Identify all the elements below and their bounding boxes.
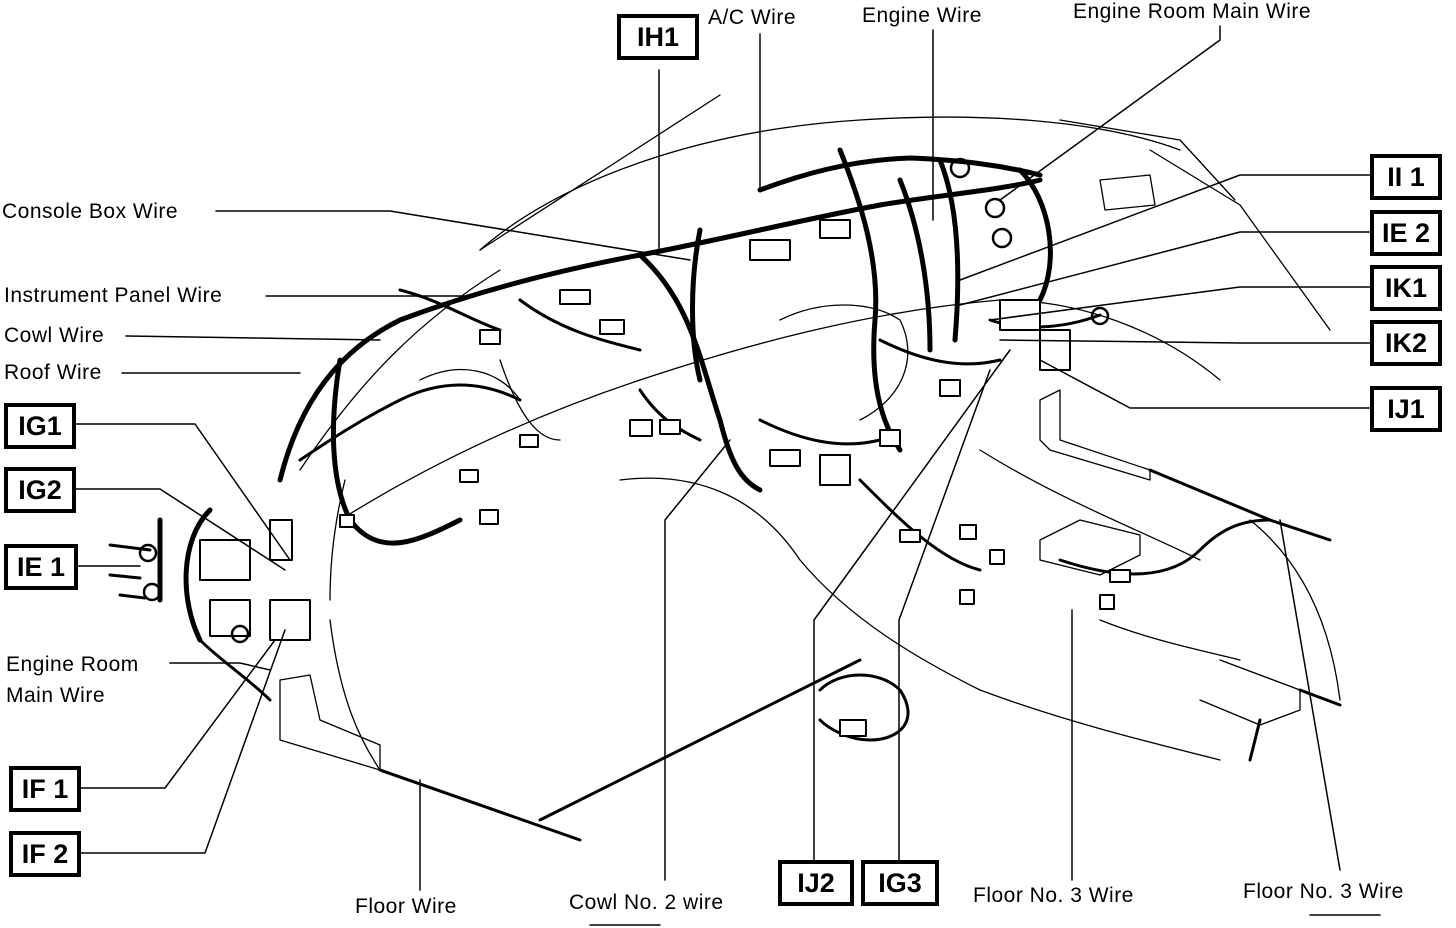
connector-ii1: II 1 xyxy=(1370,154,1442,200)
leader-lines xyxy=(71,25,1381,926)
label-instrument-panel-wire: Instrument Panel Wire xyxy=(4,284,223,307)
connector-ie1: IE 1 xyxy=(4,544,78,590)
label-engine-room-main-wire-left-1: Engine Room xyxy=(6,653,139,676)
connector-if2: IF 2 xyxy=(9,831,81,877)
label-floor-no3-wire-b: Floor No. 3 Wire xyxy=(1243,880,1404,903)
connector-ik1: IK1 xyxy=(1370,265,1442,311)
connector-ik2: IK2 xyxy=(1370,320,1442,366)
connector-ig3: IG3 xyxy=(861,860,939,906)
label-roof-wire: Roof Wire xyxy=(4,361,102,384)
main-harness xyxy=(157,147,1053,643)
label-cowl-no2-wire: Cowl No. 2 wire xyxy=(569,891,724,914)
label-engine-room-main-wire-top: Engine Room Main Wire xyxy=(1073,0,1312,23)
label-console-box-wire: Console Box Wire xyxy=(2,200,179,223)
dashboard-outline xyxy=(279,94,1341,771)
connector-ig2: IG2 xyxy=(4,467,76,513)
label-engine-room-main-wire-left-2: Main Wire xyxy=(6,684,106,707)
label-floor-no3-wire-a: Floor No. 3 Wire xyxy=(973,884,1134,907)
connector-blocks xyxy=(199,219,1131,737)
secondary-harness xyxy=(108,288,1342,842)
grommets xyxy=(138,157,1110,644)
label-ac-wire: A/C Wire xyxy=(708,6,796,29)
connector-ij2: IJ2 xyxy=(778,860,854,906)
connector-ih1: IH1 xyxy=(617,14,699,60)
label-floor-wire: Floor Wire xyxy=(355,895,457,918)
label-cowl-wire: Cowl Wire xyxy=(4,324,105,347)
connector-ie2: IE 2 xyxy=(1370,210,1442,256)
label-engine-wire: Engine Wire xyxy=(862,4,982,27)
connector-ig1: IG1 xyxy=(4,403,76,449)
connector-if1: IF 1 xyxy=(9,766,81,812)
connector-ij1: IJ1 xyxy=(1370,386,1442,432)
